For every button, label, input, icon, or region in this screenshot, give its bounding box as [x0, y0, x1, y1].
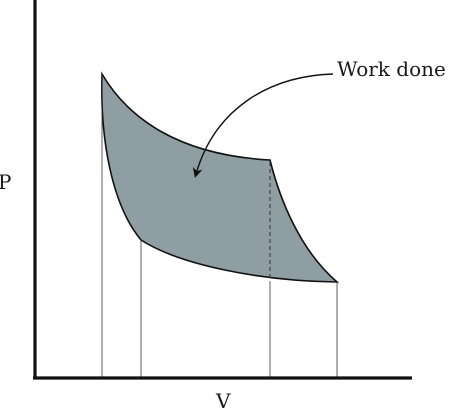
x-axis-label: V	[215, 389, 231, 411]
y-axis-label: P	[0, 170, 11, 194]
work-done-region	[100, 71, 340, 283]
annotation-arrow	[192, 73, 334, 178]
annotation-label: Work done	[337, 57, 446, 81]
